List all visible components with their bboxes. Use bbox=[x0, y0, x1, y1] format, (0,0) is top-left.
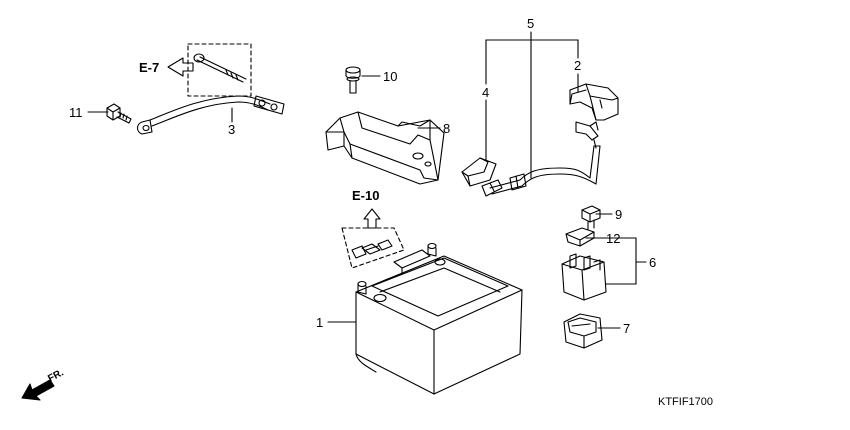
callout-12: 12 bbox=[606, 231, 620, 246]
part-11-bolt bbox=[106, 103, 132, 124]
front-direction-arrow bbox=[21, 379, 55, 401]
diagram-code: KTFIF1700 bbox=[658, 396, 713, 408]
e7-reference-arrow bbox=[167, 57, 194, 77]
part-9-fuse bbox=[581, 205, 601, 231]
part-3-battery-cable bbox=[136, 53, 285, 135]
leader-lines bbox=[87, 31, 647, 329]
part-12-fuse bbox=[565, 227, 595, 247]
front-direction-label: FR. bbox=[46, 367, 66, 384]
part-8-bracket bbox=[325, 111, 445, 185]
callout-3: 3 bbox=[228, 122, 235, 137]
callout-8: 8 bbox=[443, 121, 450, 136]
part-6-relay bbox=[561, 253, 607, 301]
callout-2: 2 bbox=[574, 58, 581, 73]
part-1-battery bbox=[355, 242, 523, 395]
callout-6: 6 bbox=[649, 255, 656, 270]
callout-4: 4 bbox=[482, 85, 489, 100]
part-2-terminal-boot bbox=[569, 83, 619, 121]
part-4-terminal-cover bbox=[461, 157, 497, 187]
fuse-connector-box bbox=[341, 227, 405, 269]
callout-7: 7 bbox=[623, 321, 630, 336]
part-10-bolt bbox=[345, 66, 361, 94]
part-7-holder bbox=[563, 313, 603, 349]
callout-1: 1 bbox=[316, 315, 323, 330]
callout-5: 5 bbox=[527, 16, 534, 31]
e10-reference-label: E-10 bbox=[352, 188, 379, 203]
e10-reference-arrow bbox=[363, 208, 381, 229]
e7-reference-label: E-7 bbox=[139, 60, 159, 75]
callout-9: 9 bbox=[615, 207, 622, 222]
bolt-detail-box bbox=[187, 43, 252, 97]
part-5-cable bbox=[481, 121, 601, 197]
callout-10: 10 bbox=[383, 69, 397, 84]
callout-11: 11 bbox=[69, 105, 83, 120]
